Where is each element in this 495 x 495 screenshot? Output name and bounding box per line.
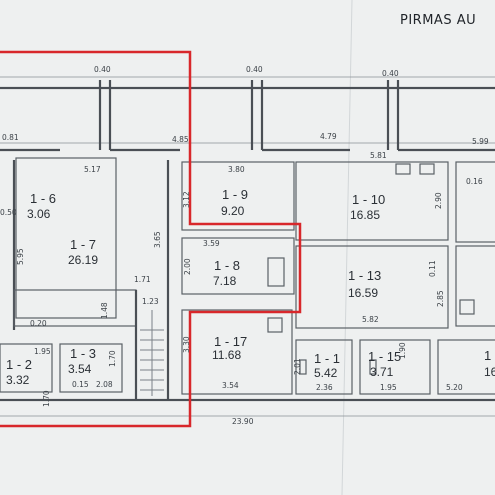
room-1-6: 1 - 6 3.06 bbox=[27, 191, 56, 221]
room-1-9: 1 - 9 9.20 bbox=[221, 187, 248, 218]
dim-label: 1.70 bbox=[42, 390, 51, 407]
plan-title: PIRMAS AU bbox=[400, 13, 476, 28]
room-area: 3.32 bbox=[6, 373, 30, 387]
room-area: 5.42 bbox=[314, 366, 338, 380]
dim-label: 2.85 bbox=[436, 290, 445, 307]
fixtures bbox=[267, 163, 475, 375]
dim-label: 5.17 bbox=[84, 165, 101, 174]
dim-label: 0.16 bbox=[466, 177, 483, 186]
room-area: 26.19 bbox=[68, 253, 98, 267]
room-id: 1 - 3 bbox=[70, 346, 96, 361]
room-area: 11.68 bbox=[212, 348, 241, 362]
highlighted-area-outline bbox=[0, 50, 302, 428]
room-area: 3.54 bbox=[68, 362, 92, 376]
dim-label: 0.15 bbox=[72, 380, 89, 389]
room-id: 1 - 7 bbox=[70, 237, 96, 252]
dim-label: 5.95 bbox=[16, 248, 25, 265]
walls bbox=[0, 80, 495, 402]
room-1-7: 1 - 7 26.19 bbox=[68, 237, 98, 267]
room-area: 7.18 bbox=[213, 274, 237, 288]
room-id: 1 - 13 bbox=[348, 268, 381, 283]
dim-label: 0.81 bbox=[2, 133, 19, 142]
room-1-partial: 1 16 bbox=[484, 348, 495, 379]
dim-label: 23.90 bbox=[232, 417, 254, 426]
room-1-15: 1 - 15 3.71 bbox=[368, 349, 401, 379]
room-1-2: 1 - 2 3.32 bbox=[6, 357, 32, 387]
room-area: 16.85 bbox=[350, 208, 380, 222]
dimension-lines bbox=[0, 76, 495, 417]
dim-label: 4.85 bbox=[172, 135, 189, 144]
room-id: 1 bbox=[484, 348, 491, 363]
dim-label: 1.23 bbox=[142, 297, 159, 306]
dim-label: 2.90 bbox=[434, 192, 443, 209]
room-id: 1 - 8 bbox=[214, 258, 240, 273]
room-1-1: 1 - 1 5.42 bbox=[314, 351, 340, 380]
room-1-17: 1 - 17 11.68 bbox=[212, 334, 247, 362]
room-id: 1 - 10 bbox=[352, 192, 385, 207]
dim-label: 1.95 bbox=[380, 383, 397, 392]
room-1-3: 1 - 3 3.54 bbox=[68, 346, 96, 376]
dim-label: 5.82 bbox=[362, 315, 379, 324]
dim-label: 1.70 bbox=[108, 350, 117, 367]
dim-label: 1.95 bbox=[34, 347, 51, 356]
room-labels: 1 - 6 3.06 1 - 7 26.19 1 - 9 9.20 1 - 8 … bbox=[6, 187, 495, 387]
room-id: 1 - 2 bbox=[6, 357, 32, 372]
dim-label: 3.12 bbox=[182, 191, 191, 208]
room-id: 1 - 6 bbox=[30, 191, 56, 206]
room-area: 3.06 bbox=[27, 207, 51, 221]
dimension-labels: 0.40 0.40 0.40 0.81 4.85 4.79 5.99 5.81 … bbox=[0, 65, 489, 426]
dim-label: 3.65 bbox=[153, 231, 162, 248]
dim-label: 3.30 bbox=[182, 336, 191, 353]
dim-label: 3.59 bbox=[203, 239, 220, 248]
dim-label: 0.20 bbox=[30, 319, 47, 328]
dim-label: 5.81 bbox=[370, 151, 387, 160]
dim-label: 4.79 bbox=[320, 132, 337, 141]
dim-label: 1.90 bbox=[398, 342, 407, 359]
staircase bbox=[140, 310, 164, 396]
dim-label: 5.20 bbox=[446, 383, 463, 392]
dim-label: 2.36 bbox=[316, 383, 333, 392]
room-area: 3.71 bbox=[370, 365, 394, 379]
room-id: 1 - 15 bbox=[368, 349, 401, 364]
room-id: 1 - 1 bbox=[314, 351, 340, 366]
dim-label: 1.71 bbox=[134, 275, 151, 284]
dim-label: 0.50 bbox=[0, 208, 17, 217]
dim-label: 0.40 bbox=[382, 69, 399, 78]
dim-label: 0.11 bbox=[428, 260, 437, 277]
room-1-13: 1 - 13 16.59 bbox=[348, 268, 381, 300]
dim-label: 2.00 bbox=[183, 258, 192, 275]
room-id: 1 - 17 bbox=[214, 334, 247, 349]
room-area: 16.59 bbox=[348, 286, 378, 300]
dim-label: 5.99 bbox=[472, 137, 489, 146]
dim-label: 0.40 bbox=[246, 65, 263, 74]
paper-fold bbox=[341, 0, 353, 495]
room-1-10: 1 - 10 16.85 bbox=[350, 192, 385, 222]
room-id: 1 - 9 bbox=[222, 187, 248, 202]
room-area: 9.20 bbox=[221, 204, 245, 218]
room-area: 16 bbox=[484, 365, 495, 379]
dim-label: 2.01 bbox=[293, 358, 302, 375]
dim-label: 1.48 bbox=[100, 302, 109, 319]
room-1-8: 1 - 8 7.18 bbox=[213, 258, 240, 288]
dim-label: 2.08 bbox=[96, 380, 113, 389]
dim-label: 3.80 bbox=[228, 165, 245, 174]
dim-label: 3.54 bbox=[222, 381, 239, 390]
dim-label: 0.40 bbox=[94, 65, 111, 74]
